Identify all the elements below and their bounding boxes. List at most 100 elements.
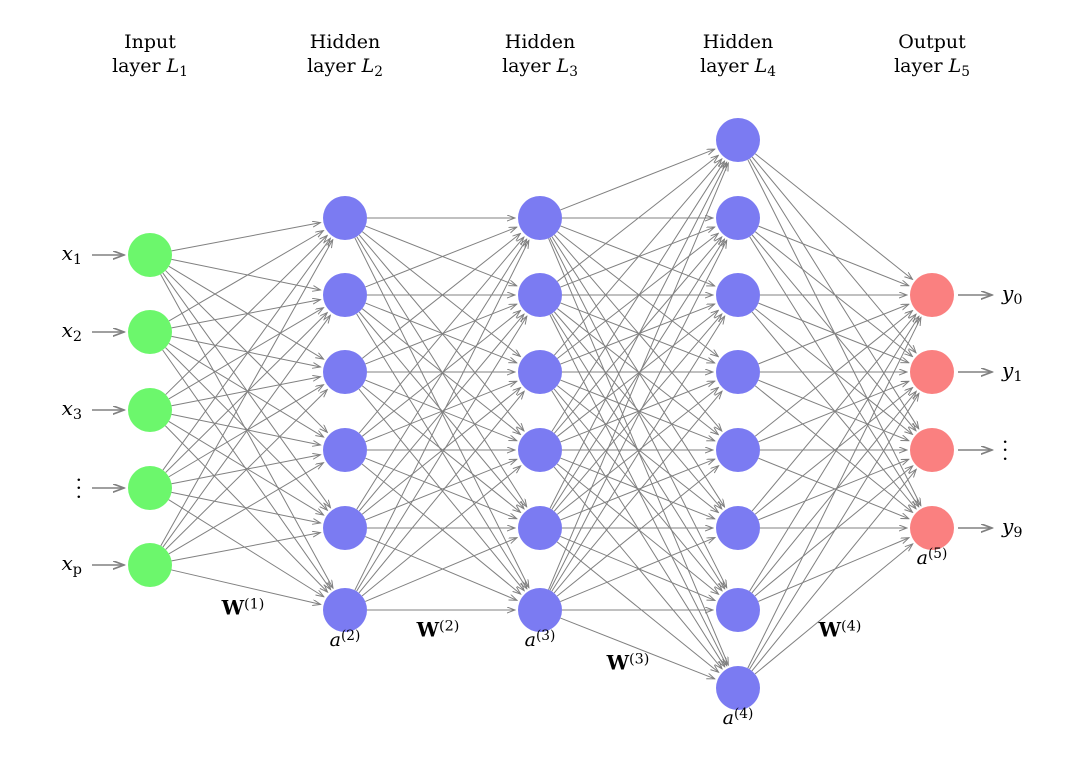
edge-L2-to-L3 <box>365 304 516 365</box>
superscript: (2) <box>340 627 361 644</box>
edge-L2-to-L3 <box>365 381 516 443</box>
edge-L4-to-L5 <box>751 314 916 512</box>
neuron-L4-8[interactable] <box>716 666 760 710</box>
neuron-L2-4[interactable] <box>323 428 367 472</box>
edge-L1-to-L2 <box>171 223 321 252</box>
subscript: 5 <box>961 63 970 80</box>
dot-glyph: · <box>1002 429 1009 454</box>
edge-L2-to-L3 <box>365 302 516 363</box>
edge-L4-to-L5 <box>754 153 912 280</box>
edge-L4-to-L5 <box>754 311 912 437</box>
neuron-L4-3[interactable] <box>716 273 760 317</box>
edge-L1-to-L2 <box>168 342 324 437</box>
dot-glyph: · <box>1002 446 1009 471</box>
edge-L3-to-L4 <box>560 381 714 443</box>
activation-label-L5: a(5) <box>916 545 948 569</box>
dot-glyph: · <box>1002 437 1009 462</box>
edge-L3-to-L4 <box>553 391 722 594</box>
neuron-L5-4[interactable] <box>910 506 954 550</box>
edge-L3-to-L4 <box>551 161 725 432</box>
neuron-L2-1[interactable] <box>323 196 367 240</box>
neuron-L4-2[interactable] <box>716 196 760 240</box>
edge-L1-to-L2 <box>168 385 324 478</box>
neuron-L2-6[interactable] <box>323 588 367 632</box>
input-label-dots: ··· <box>75 467 82 509</box>
subscript: 2 <box>374 63 383 80</box>
edge-L2-to-L3 <box>361 385 520 513</box>
edge-L3-to-L4 <box>553 314 722 512</box>
edge-L4-to-L5 <box>754 385 912 513</box>
edge-L4-to-L5 <box>749 393 919 670</box>
neuron-L3-2[interactable] <box>518 273 562 317</box>
neuron-L4-5[interactable] <box>716 428 760 472</box>
edge-L2-to-L3 <box>358 314 524 512</box>
neuron-L5-3[interactable] <box>910 428 954 472</box>
weight-matrix-4: W(4) <box>818 617 862 642</box>
activation-label-L3: a(3) <box>524 627 556 651</box>
dot-glyph: · <box>75 484 82 509</box>
neuron-L2-5[interactable] <box>323 506 367 550</box>
neuron-L4-7[interactable] <box>716 588 760 632</box>
subscript: 1 <box>1013 369 1023 386</box>
edge-L4-to-L5 <box>747 317 921 669</box>
superscript: (3) <box>629 651 650 668</box>
neuron-nodes <box>128 118 954 710</box>
edge-L4-to-L5 <box>754 544 913 675</box>
edge-L3-to-L4 <box>560 225 715 286</box>
edge-L3-to-L4 <box>556 541 718 672</box>
edge-L1-to-L2 <box>171 413 321 445</box>
edge-L1-to-L2 <box>168 499 324 597</box>
activation-label-L2: a(2) <box>329 627 361 651</box>
edge-L3-to-L4 <box>557 155 718 282</box>
neuron-L4-6[interactable] <box>716 506 760 550</box>
neuron-L5-2[interactable] <box>910 350 954 394</box>
neuron-L2-3[interactable] <box>323 350 367 394</box>
neuron-L1-3[interactable] <box>128 388 172 432</box>
layer-header-kind: Hidden <box>702 31 774 54</box>
neuron-L1-2[interactable] <box>128 310 172 354</box>
neuron-L1-4[interactable] <box>128 466 172 510</box>
neuron-L1-1[interactable] <box>128 233 172 277</box>
edge-L2-to-L3 <box>358 237 524 434</box>
subscript: 3 <box>569 63 578 80</box>
edge-L3-to-L4 <box>560 149 714 211</box>
edge-L1-to-L2 <box>168 420 324 515</box>
edge-L2-to-L3 <box>365 225 516 286</box>
edge-L2-to-L3 <box>356 239 527 510</box>
edge-L3-to-L4 <box>560 304 715 365</box>
neuron-L4-1[interactable] <box>716 118 760 162</box>
edge-L2-to-L3 <box>361 388 520 515</box>
neuron-L3-3[interactable] <box>518 350 562 394</box>
superscript: (5) <box>927 545 948 562</box>
edge-L1-to-L2 <box>171 533 321 562</box>
edge-L3-to-L4 <box>553 159 721 356</box>
edge-L4-to-L5 <box>758 379 908 440</box>
edge-L3-to-L4 <box>556 466 718 597</box>
neuron-L3-6[interactable] <box>518 588 562 632</box>
neuron-L2-2[interactable] <box>323 273 367 317</box>
edge-L3-to-L4 <box>557 231 718 357</box>
neuron-L5-1[interactable] <box>910 273 954 317</box>
edge-L1-to-L2 <box>165 347 328 511</box>
edge-L2-to-L3 <box>361 463 521 594</box>
edge-L3-to-L4 <box>556 387 718 515</box>
subscript: 2 <box>72 329 82 346</box>
edge-L4-to-L5 <box>758 459 908 521</box>
dot-glyph: · <box>75 467 82 492</box>
edge-L3-to-L4 <box>560 459 714 521</box>
edge-L2-to-L3 <box>365 457 516 519</box>
edge-L2-to-L3 <box>365 459 516 521</box>
subscript: 1 <box>72 252 82 269</box>
neuron-L3-5[interactable] <box>518 506 562 550</box>
edge-L1-to-L2 <box>171 491 321 523</box>
edge-L1-to-L2 <box>162 315 330 548</box>
weight-matrix-1: W(1) <box>221 595 265 620</box>
neuron-L4-4[interactable] <box>716 350 760 394</box>
edge-L2-to-L3 <box>361 466 521 597</box>
neuron-L3-1[interactable] <box>518 196 562 240</box>
neuron-L3-4[interactable] <box>518 428 562 472</box>
neuron-L1-5[interactable] <box>128 543 172 587</box>
